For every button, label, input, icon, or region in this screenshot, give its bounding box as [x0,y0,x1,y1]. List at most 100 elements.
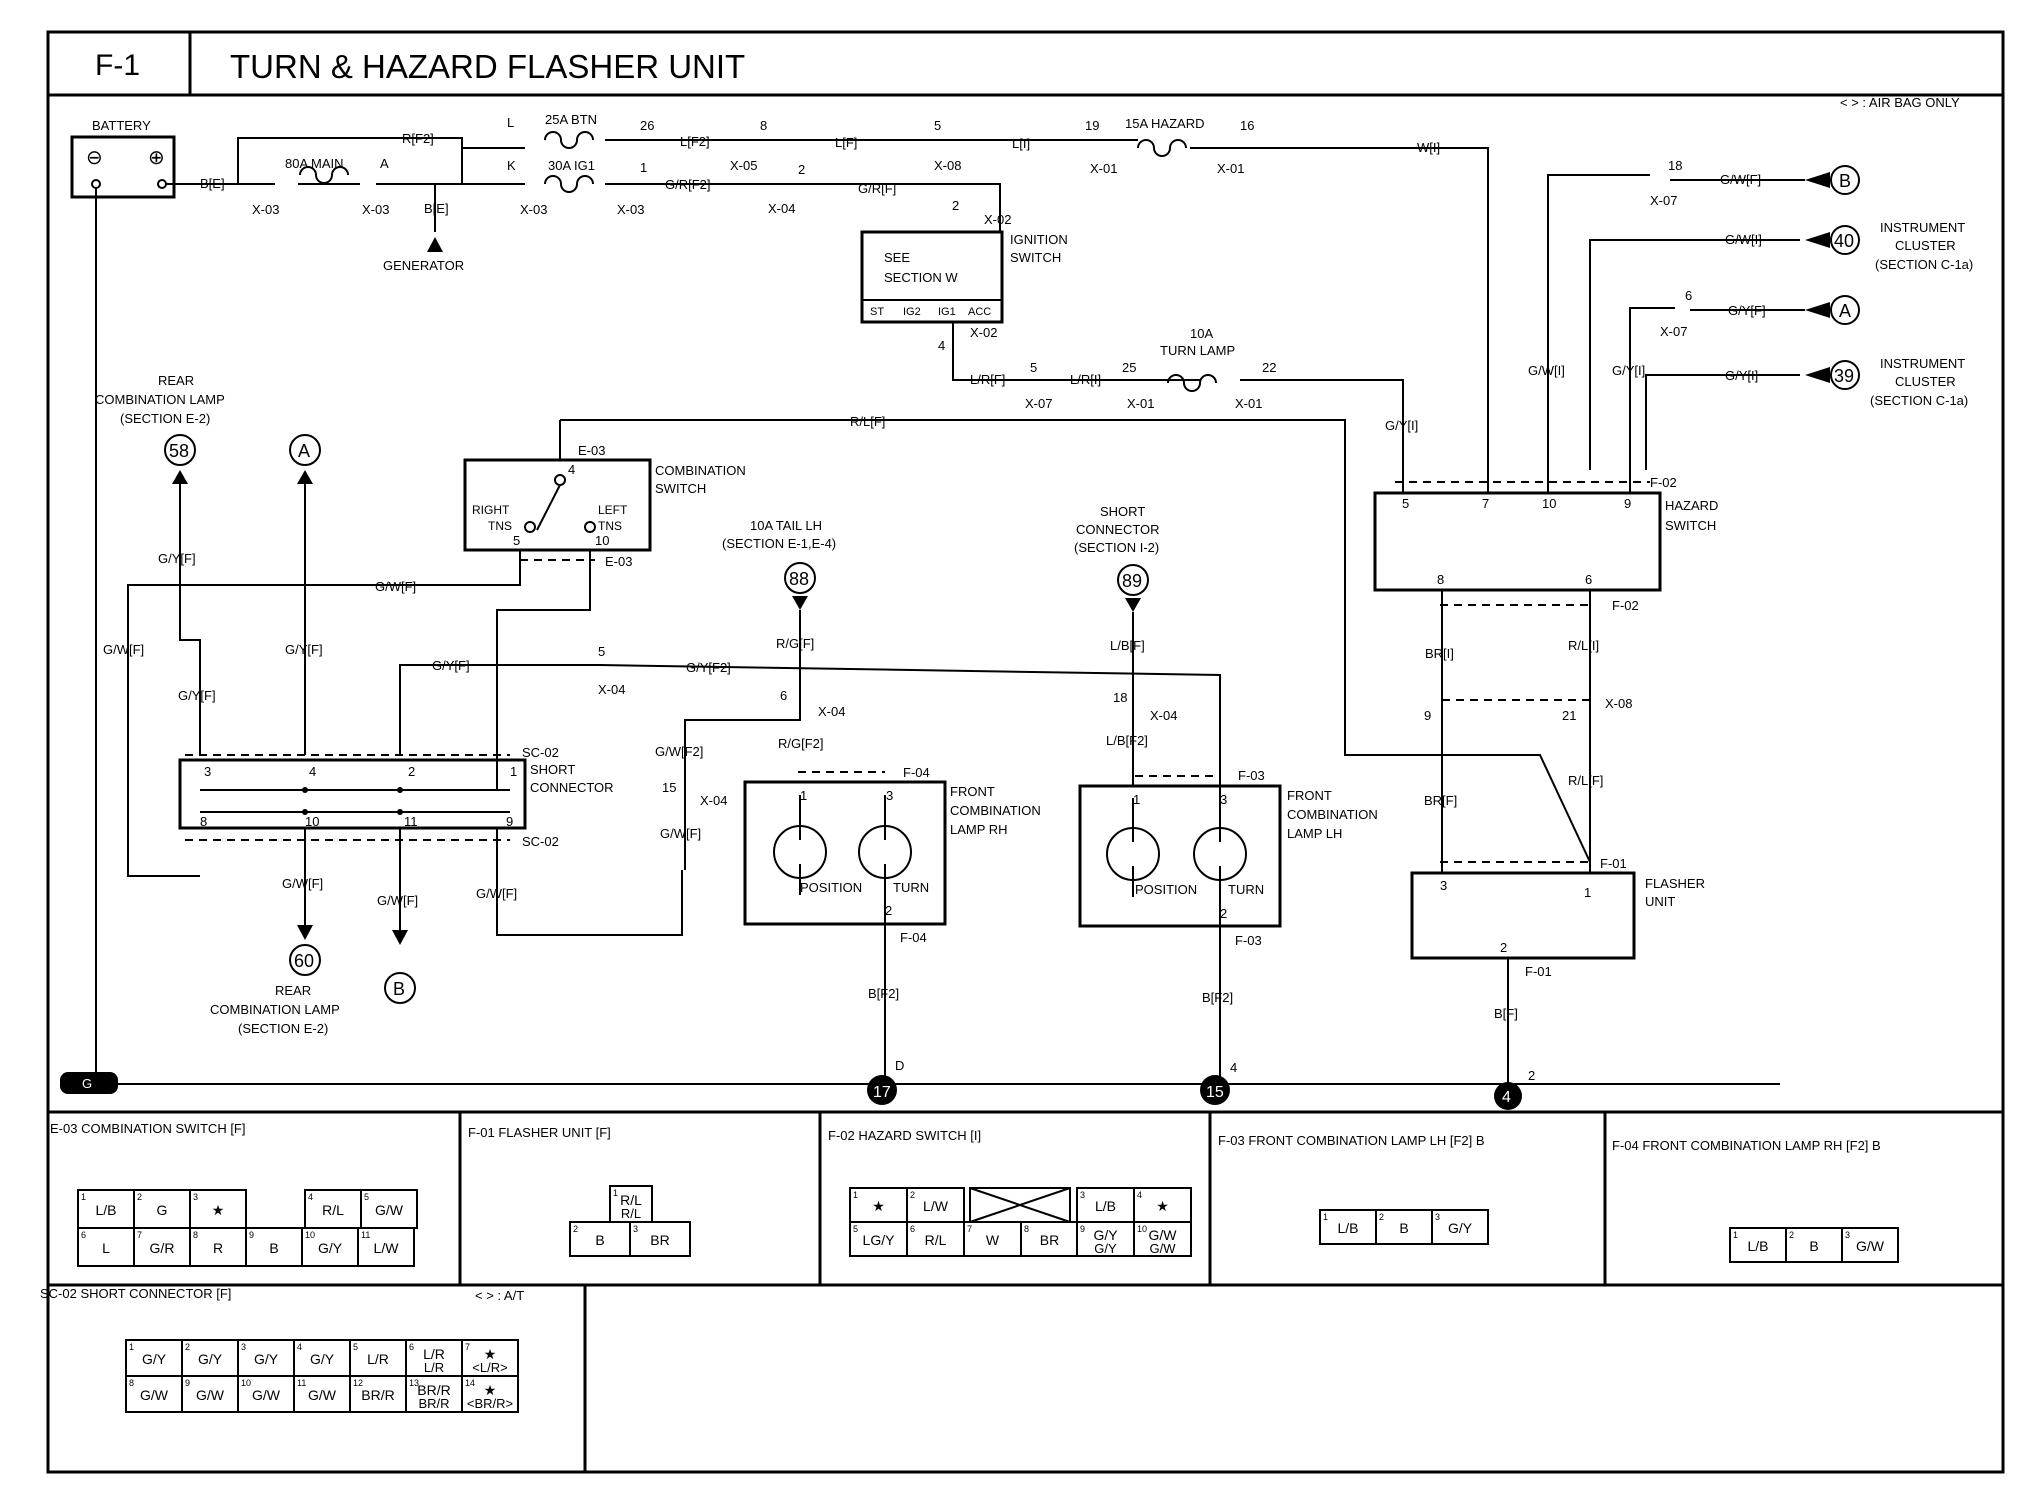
fuse-15a-hazard [1137,139,1187,157]
pin-label: 1 [800,788,807,803]
wire-label: W[I] [1417,140,1440,155]
cell-pin: 8 [193,1230,198,1240]
battery-minus: ⊖ [86,147,103,169]
pin-label: 5 [934,118,941,133]
cell-wire: R [213,1240,223,1256]
pin-label: 25 [1122,360,1136,375]
ground-num: 4 [1502,1089,1511,1106]
wire-label: G/Y[F] [1728,303,1766,318]
ref-text: 10A TAIL LH [750,518,822,533]
wire-label: R/L[F] [1568,773,1603,788]
cell-wire: L/R [423,1346,445,1362]
wire-label: G/W[F] [476,886,517,901]
cell-wire: B [1809,1238,1818,1254]
ref-circle-b-left [384,972,416,1004]
sheet-code: F-1 [95,49,140,82]
cell-pin: 9 [249,1230,254,1240]
cell-pin: 1 [1733,1230,1738,1240]
cell-pin: 1 [853,1190,858,1200]
ignition-label: IGNITION [1010,232,1068,247]
pin-label: 1 [1584,885,1591,900]
connector-label: E-03 [578,443,605,458]
cell-wire: G/W [1150,1241,1177,1256]
ignition-see: SEE [884,250,910,265]
wire-label: L[F] [835,135,857,150]
cell-pin: 12 [353,1378,363,1388]
panel-note: < > : A/T [475,1288,524,1303]
cell-wire: G/W [140,1387,169,1403]
ignition-section: SECTION W [884,270,958,285]
cell-wire: L/B [1337,1220,1358,1236]
sc-label: CONNECTOR [530,780,614,795]
pin-label: 5 [1030,360,1037,375]
cell-pin: 10 [241,1378,251,1388]
cell-pin: 8 [1024,1224,1029,1234]
combo-pos: TNS [488,519,512,533]
wire-label: G/W[F] [103,642,144,657]
wire-label: G/W[F2] [655,744,703,759]
cell-pin: 11 [361,1230,370,1240]
combo-pos: RIGHT [472,503,510,517]
connector-label: F-01 [1600,856,1627,871]
battery-pos-terminal [157,179,167,189]
pin-label: 8 [760,118,767,133]
wire-gw-i-b [1547,174,1650,470]
pin-label: K [507,158,516,173]
battery-box [70,135,176,199]
cell-wire: ★ [872,1198,885,1214]
connector-cell [609,1185,653,1223]
cell-wire: R/L [322,1202,344,1218]
connector-label: X-04 [598,682,625,697]
ignition-pos: ACC [968,306,991,318]
wire-label: G/Y[I] [1612,363,1645,378]
flasher-box [1410,871,1636,960]
pin-label: 8 [1437,572,1444,587]
wire-label: G/W[I] [1725,232,1762,247]
pin-label: 1 [510,764,517,779]
cell-wire: G/Y [1448,1220,1473,1236]
sheet-title: TURN & HAZARD FLASHER UNIT [230,48,745,85]
wire-label: L[I] [1012,136,1030,151]
pin-label: 6 [1685,288,1692,303]
lamp-label: COMBINATION [1287,807,1378,822]
cell-wire: L/R [424,1360,444,1375]
wire-gy-i-39 [1645,374,1800,470]
ref-label: 60 [294,951,314,971]
fuse-label: 30A IG1 [548,158,595,173]
ref-text: (SECTION E-2) [238,1021,328,1036]
combo-label: SWITCH [655,481,706,496]
wire-label: G/W[I] [1528,363,1565,378]
connector-label: X-07 [1660,324,1687,339]
pin-label: 10 [1542,496,1556,511]
connector-label: X-01 [1235,396,1262,411]
wire-label: R/G[F] [776,636,814,651]
ref-label: 39 [1834,366,1854,386]
ground-point-4 [1494,1082,1522,1110]
ground-point-17 [867,1075,897,1105]
cell-pin: 2 [185,1342,190,1352]
ignition-label: SWITCH [1010,250,1061,265]
connector-cell [405,1339,463,1377]
battery: BATTERY ⊖ ⊕ [70,118,176,199]
wire-label: G/Y[I] [1725,368,1758,383]
connector-label: X-01 [1090,161,1117,176]
connector-label: E-03 [605,554,632,569]
wire-label: R[F2] [402,131,434,146]
connector-label: X-04 [1150,708,1177,723]
connector-label: X-03 [617,202,644,217]
ref-circle-60 [289,944,321,976]
connector-label: X-04 [700,793,727,808]
cell-wire: G/Y [142,1351,167,1367]
battery-plus: ⊕ [148,147,165,169]
cell-pin: 1 [1323,1212,1328,1222]
pin-label: 1 [640,160,647,175]
cell-pin: 11 [297,1378,306,1388]
wire-gy-f2 [399,664,1221,755]
ground-num: 15 [1206,1084,1224,1101]
airbag-note: < > : AIR BAG ONLY [1840,95,1960,110]
ref-circle-40 [1830,225,1860,255]
cell-wire: R/L [620,1192,642,1208]
ground-num: 17 [873,1084,891,1101]
cell-wire: G/W [1856,1238,1885,1254]
